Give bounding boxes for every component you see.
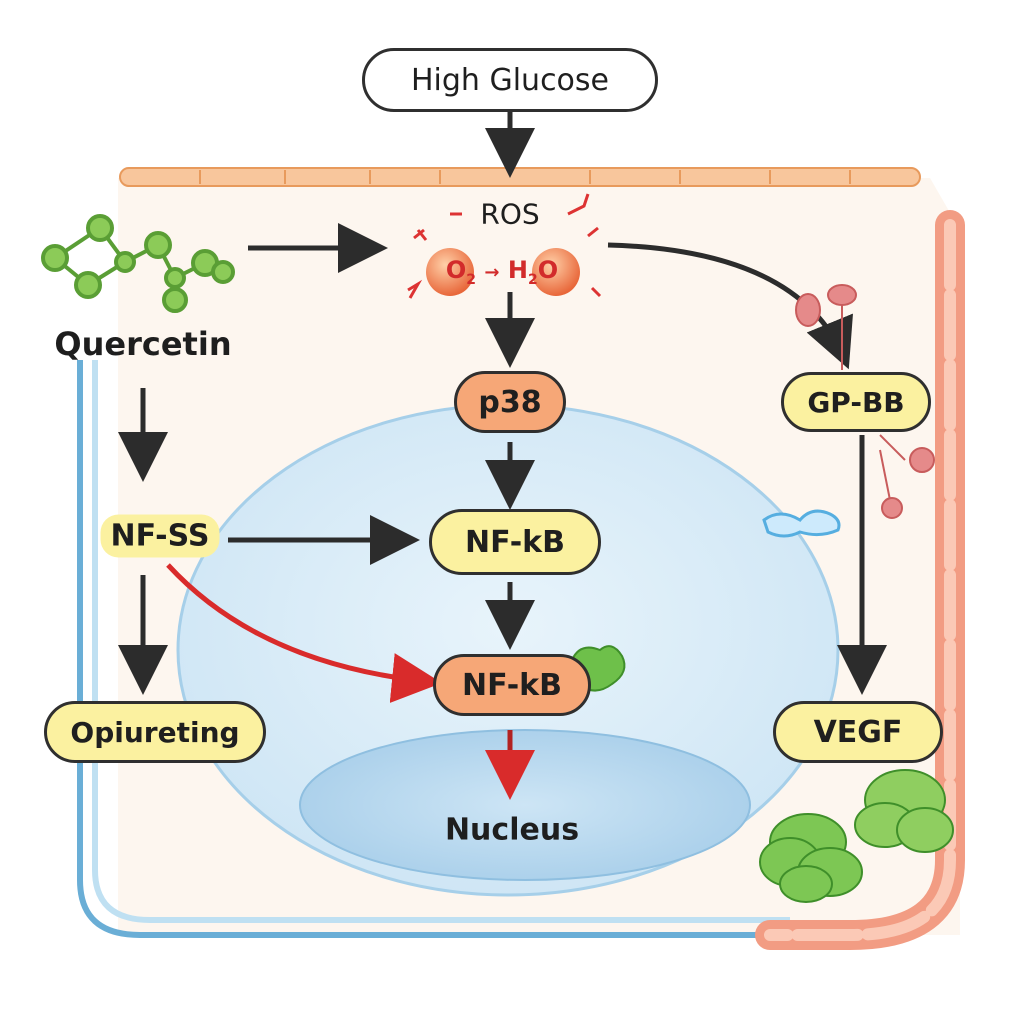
ros-reactant: O xyxy=(445,256,467,285)
arrow-ros-to-gpbb xyxy=(607,242,853,370)
arrow-nfss-to-lower-nfkb xyxy=(166,563,442,703)
gp-bb-label: GP-BB xyxy=(807,385,905,419)
leaf-cluster-left xyxy=(759,813,863,903)
nfkb-upper-label: NF-kB xyxy=(465,524,565,560)
ros-reactant-orb xyxy=(426,248,474,296)
ros-product-sub: 2 xyxy=(527,271,538,288)
ros-equation: O2 → H2O xyxy=(446,256,558,288)
vegf-node: VEGF xyxy=(773,701,943,763)
receptor-decoration xyxy=(795,284,935,519)
p38-node: p38 xyxy=(454,371,566,433)
nucleus-label: Nucleus xyxy=(444,812,580,848)
high-glucose-label: High Glucose xyxy=(410,62,610,98)
opiureting-label: Opiureting xyxy=(70,715,240,749)
ros-product-tail: O xyxy=(537,256,559,285)
quercetin-label: Quercetin xyxy=(54,325,232,363)
cell-border xyxy=(77,360,790,938)
ros-conversion-arrow: → xyxy=(484,262,500,284)
p38-label: p38 xyxy=(478,384,542,420)
ros-product-orb xyxy=(532,248,580,296)
ros-label: ROS xyxy=(480,197,540,231)
nucleus-inner xyxy=(299,729,751,881)
nfkb-upper-node: NF-kB xyxy=(429,509,601,575)
ros-reactant-sub: 2 xyxy=(466,271,477,288)
high-glucose-box: High Glucose xyxy=(362,48,658,112)
ros-product: H xyxy=(507,256,528,285)
cell-membrane xyxy=(119,167,921,187)
leaf-cluster-right xyxy=(854,769,954,853)
vegf-label: VEGF xyxy=(813,714,903,750)
nfkb-lower-node: NF-kB xyxy=(433,654,591,716)
nf-ss-label: NF-SS xyxy=(100,514,220,558)
quercetin-molecule xyxy=(41,214,235,313)
nfkb-lower-label: NF-kB xyxy=(462,667,562,703)
water-splash xyxy=(762,509,841,538)
gp-bb-node: GP-BB xyxy=(781,372,931,432)
ros-sparks xyxy=(407,193,602,299)
opiureting-node: Opiureting xyxy=(44,701,266,763)
